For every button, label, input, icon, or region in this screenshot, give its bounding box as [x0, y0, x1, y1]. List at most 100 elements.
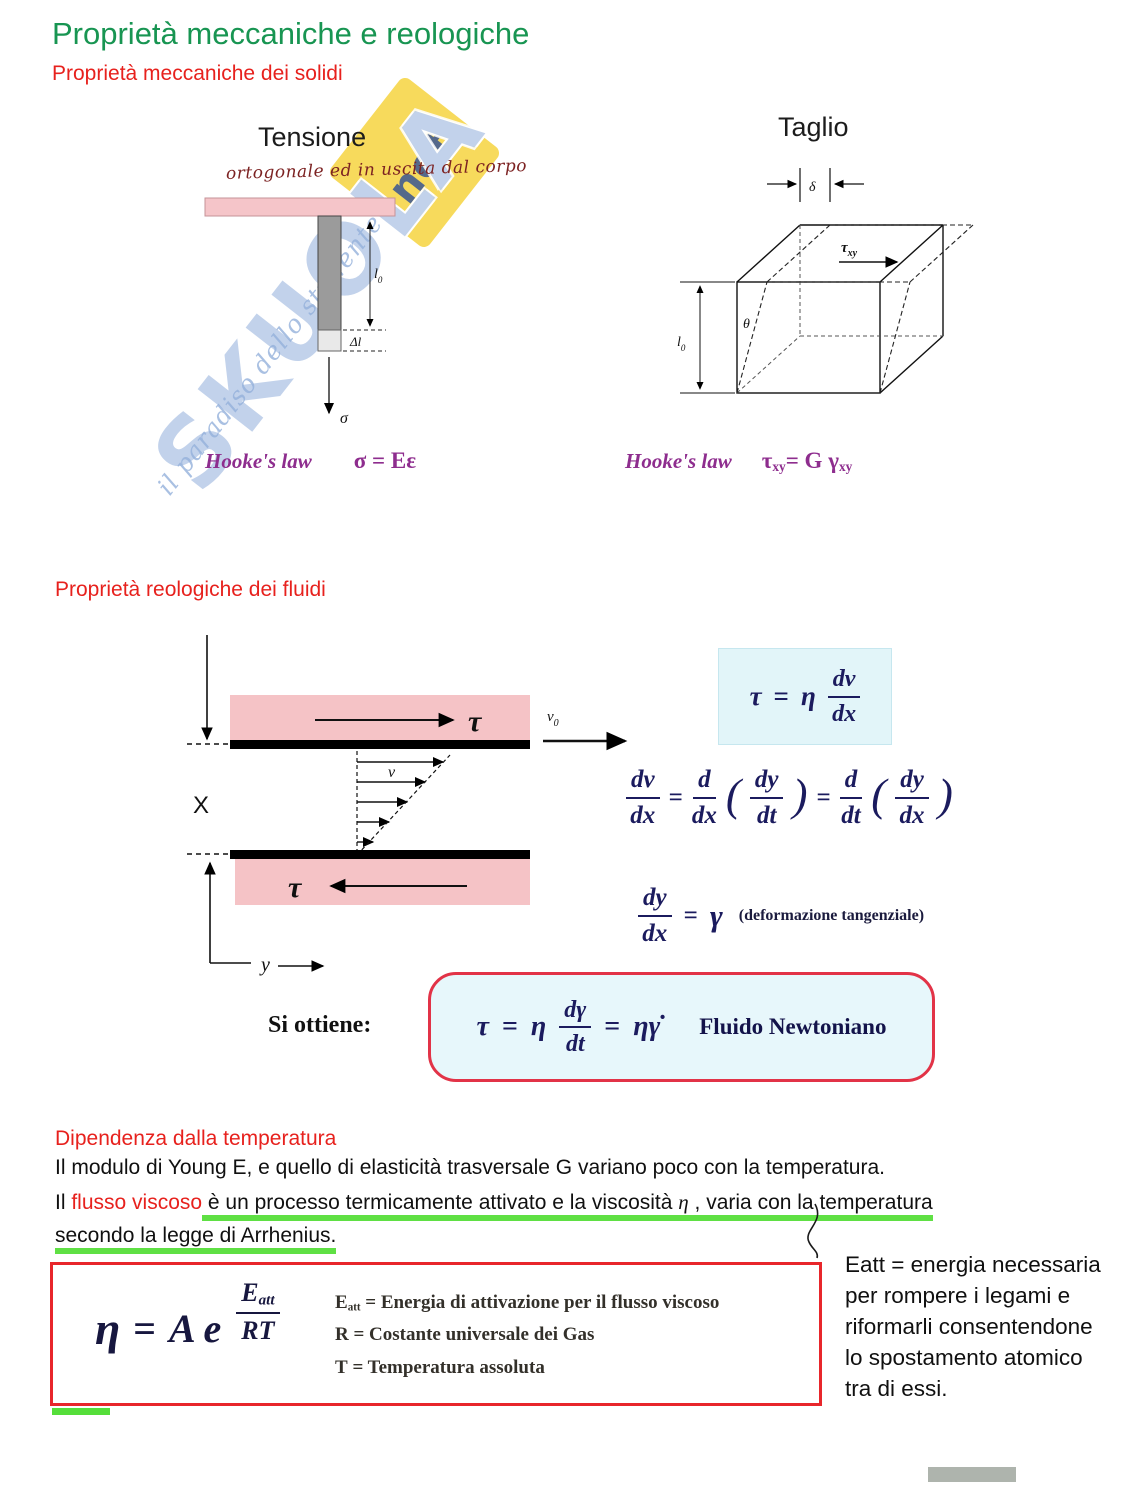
fraction: dγ dt [559, 997, 592, 1058]
hookes-law-formula: σ = Eε [353, 448, 417, 473]
legend-symbol: E [335, 1292, 348, 1313]
coefficient: A e [169, 1305, 222, 1351]
bottom-plate [230, 850, 530, 859]
cube-hidden-edges [736, 225, 943, 394]
hookes-law-tension: Hooke's law σ = Eε [205, 448, 416, 474]
equals-sign: = [501, 1011, 518, 1042]
page-title: Proprietà meccaniche e reologiche [52, 16, 530, 51]
tau-top-label: τ [468, 705, 483, 738]
equals-sign: = [773, 681, 789, 711]
v-label: v [388, 764, 396, 781]
cube-solid-edges [736, 224, 944, 394]
close-parenthesis: ) [792, 770, 808, 820]
temperature-paragraph-1: Il modulo di Young E, e quello di elasti… [55, 1156, 885, 1179]
denominator: dt [841, 801, 861, 829]
specimen-shapes [204, 197, 396, 352]
eatt-side-note: Eatt = energia necessaria per rompere i … [845, 1252, 1101, 1401]
pen-mark [807, 1203, 819, 1259]
eta-symbol: η [800, 681, 816, 711]
hookes-law-label: Hooke's law [205, 449, 312, 473]
gamma-symbol: γ [709, 897, 723, 933]
numerator: dγ [559, 997, 592, 1028]
x-axis-label: X [193, 792, 209, 819]
numerator: d [693, 766, 716, 799]
green-highlighted-text: secondo la legge di Arrhenius. [55, 1224, 337, 1254]
y-axis-label: y [259, 954, 270, 976]
tau-xy-label: τxy [841, 240, 858, 259]
tension-diagram: l0 Δl σ [204, 197, 396, 427]
temperature-paragraph-3: secondo la legge di Arrhenius. [55, 1224, 337, 1254]
section-heading-fluids: Proprietà reologiche dei fluidi [55, 578, 326, 601]
legend-subscript: att [347, 1301, 361, 1314]
numerator: d [839, 766, 863, 799]
temperature-paragraph-2: Il flusso viscoso è un processo termicam… [55, 1190, 933, 1221]
legend-line: Eatt = Energia di attivazione per il flu… [335, 1289, 719, 1321]
shear-diagram: δ τxy θ l0 [677, 168, 974, 394]
legend-text: = Energia di attivazione per il flusso v… [360, 1292, 720, 1313]
numerator: dv [626, 766, 660, 799]
equals-sign: = [604, 1011, 621, 1042]
legend-symbol: R [335, 1324, 349, 1346]
equals-sign: = [683, 901, 698, 929]
velocity-profile [356, 751, 451, 856]
sigma-label: σ [340, 410, 349, 427]
delta-dimension [767, 168, 864, 202]
legend-symbol: T [335, 1356, 348, 1378]
delta-l-label: Δl [349, 334, 362, 349]
denominator: dt [756, 801, 777, 829]
arrhenius-legend: Eatt = Energia di attivazione per il flu… [335, 1289, 719, 1386]
text-run: Il [55, 1191, 72, 1214]
v0-label: v0 [547, 709, 559, 729]
hookes-law-shear: Hooke's law τxy= G γxy [625, 448, 852, 475]
y-axis [204, 861, 251, 964]
top-plate [230, 740, 530, 749]
hookes-law-label: Hooke's law [625, 449, 732, 473]
legend-text: = Temperatura assoluta [347, 1356, 545, 1378]
l0-label: l0 [374, 267, 383, 285]
numerator: dy [895, 766, 929, 799]
tau-symbol: τ [749, 681, 762, 711]
eta-symbol: η [95, 1302, 121, 1354]
temperature-heading: Dipendenza dalla temperatura [55, 1127, 337, 1150]
denominator: dt [565, 1031, 585, 1057]
si-ottiene-label: Si ottiene: [268, 1012, 372, 1038]
deformation-note: (deformazione tangenziale) [738, 906, 925, 924]
text-run: è un processo termicamente attivato e la… [202, 1191, 679, 1214]
denominator: RT [241, 1315, 275, 1345]
newtonian-fluid-label: Fluido Newtoniano [699, 1014, 887, 1039]
eta-symbol: η [678, 1190, 689, 1214]
legend-line: T = Temperatura assoluta [335, 1354, 719, 1386]
eta-gamma-dot: ηγ̇ [633, 1011, 661, 1042]
denominator: dx [691, 801, 717, 829]
denominator: dx [899, 801, 925, 829]
tau-bottom-label: τ [288, 871, 303, 904]
numerator: dy [638, 884, 672, 917]
fluid-shear-diagram: τ v0 v X τ y [187, 635, 628, 976]
eta-symbol: η [530, 1011, 547, 1042]
hookes-law-formula: τxy= G γxy [761, 448, 853, 474]
denominator: dx [642, 919, 668, 947]
theta-label: θ [743, 317, 750, 332]
delta-label: δ [809, 180, 816, 195]
flusso-viscoso-red-text: flusso viscoso [71, 1191, 203, 1214]
bottom-fluid-layer [235, 859, 530, 905]
text-run: , varia con la temperatura [688, 1191, 933, 1214]
numerator: dv [827, 666, 861, 698]
legend-line: R = Costante universale dei Gas [335, 1321, 719, 1353]
sheared-position-edges [736, 224, 974, 394]
green-highlighted-text: è un processo termicamente attivato e la… [202, 1190, 933, 1221]
shear-title: Taglio [778, 112, 849, 142]
equals-sign: = [668, 783, 683, 811]
legend-text: = Costante universale dei Gas [348, 1324, 595, 1346]
